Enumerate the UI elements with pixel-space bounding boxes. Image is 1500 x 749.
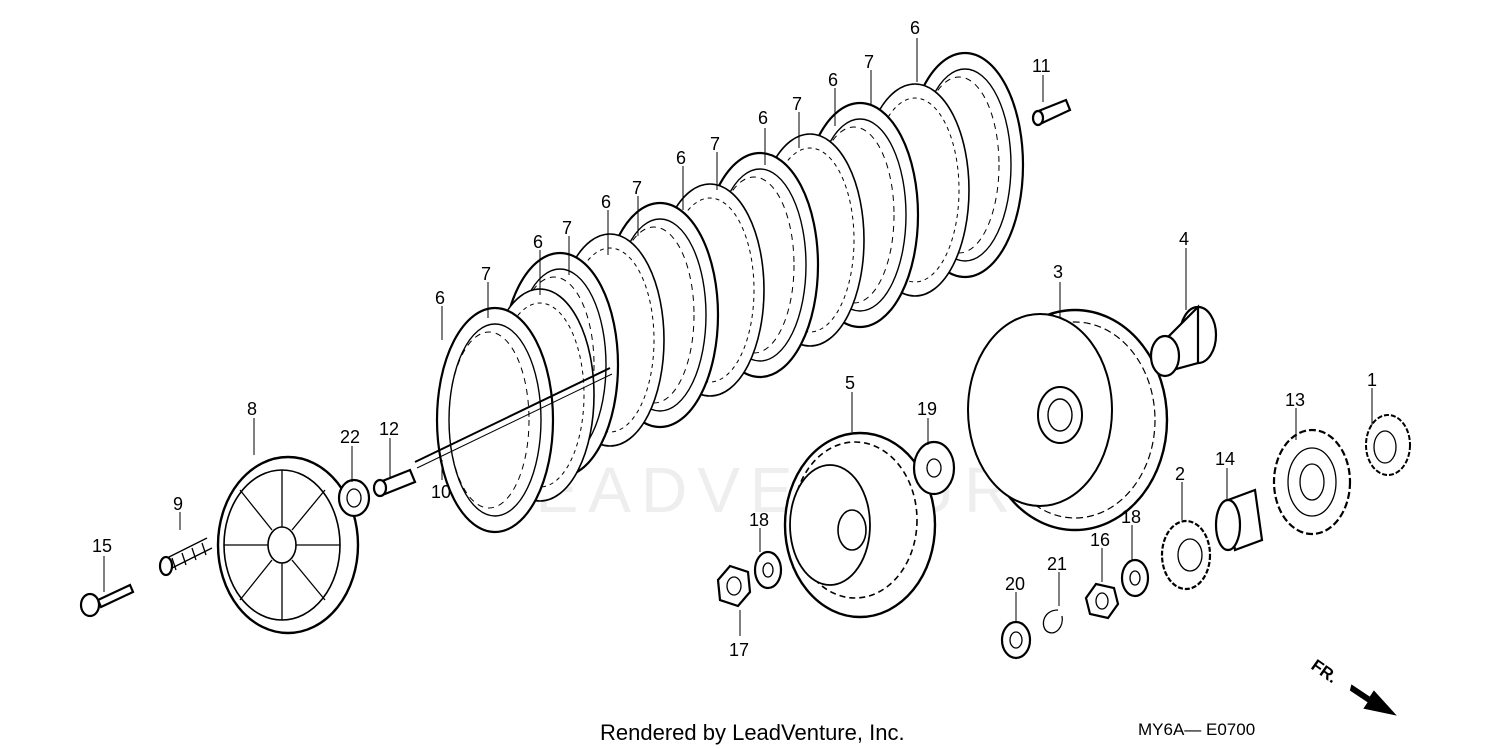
callout-7: 7 (562, 218, 572, 238)
oil-pump-drive-gear (1160, 519, 1212, 591)
callout-9: 9 (173, 494, 183, 514)
callout-11: 11 (1032, 56, 1051, 76)
callout-7: 7 (710, 134, 720, 154)
callout-21: 21 (1047, 554, 1067, 574)
callout-22: 22 (340, 427, 360, 447)
callout-6: 6 (676, 148, 686, 168)
lock-washer (1120, 558, 1150, 598)
callout-12: 12 (379, 419, 399, 439)
thrust-washer (912, 440, 956, 496)
front-arrow-icon (1349, 684, 1397, 716)
callout-6: 6 (828, 70, 838, 90)
callout-7: 7 (632, 178, 642, 198)
callout-5: 5 (845, 373, 855, 393)
bolt (79, 583, 135, 618)
callout-16: 16 (1090, 530, 1110, 550)
callout-7: 7 (481, 264, 491, 284)
callout-6: 6 (533, 232, 543, 252)
callout-8: 8 (247, 399, 257, 419)
callout-14: 14 (1215, 449, 1235, 469)
clutch-center (783, 431, 937, 619)
leader-lines (103, 38, 1373, 636)
callout-7: 7 (792, 94, 802, 114)
callout-6: 6 (758, 108, 768, 128)
callout-18: 18 (749, 510, 769, 530)
pin (1031, 98, 1072, 127)
clutch-outer-housing (967, 308, 1169, 532)
callout-2: 2 (1175, 464, 1185, 484)
callout-17: 17 (729, 640, 749, 660)
front-direction-indicator: FR. (1308, 656, 1397, 716)
callout-4: 4 (1179, 229, 1189, 249)
bearing (337, 478, 371, 518)
callout-labels: 6 7 11 6 7 6 7 6 7 6 7 6 7 3 4 6 1 5 13 … (92, 18, 1377, 660)
callout-19: 19 (917, 399, 937, 419)
callout-6: 6 (601, 192, 611, 212)
callout-10: 10 (431, 482, 451, 502)
callout-13: 13 (1285, 390, 1305, 410)
needle-bushing (1214, 488, 1264, 552)
callout-18: 18 (1121, 507, 1141, 527)
callout-3: 3 (1053, 262, 1063, 282)
lock-washer (753, 550, 783, 590)
spline-collar (1365, 414, 1411, 476)
collar (1149, 304, 1218, 378)
clutch-spring (158, 537, 213, 577)
pressure-plate (216, 455, 360, 635)
circlip (1042, 609, 1063, 634)
diagram-code: MY6A— E0700 (1138, 720, 1255, 739)
primary-drive-gear (1272, 428, 1352, 536)
lifter-piece (372, 468, 417, 498)
callout-6: 6 (910, 18, 920, 38)
callout-1: 1 (1367, 370, 1377, 390)
lock-nut (716, 564, 752, 608)
front-label: FR. (1308, 656, 1341, 687)
callout-6: 6 (435, 288, 445, 308)
callout-15: 15 (92, 536, 112, 556)
friction-disc (435, 306, 555, 534)
rendered-by-label: Rendered by LeadVenture, Inc. (600, 720, 905, 745)
callout-20: 20 (1005, 574, 1025, 594)
bearing (1000, 620, 1032, 660)
lock-nut (1084, 582, 1120, 620)
callout-7: 7 (864, 52, 874, 72)
